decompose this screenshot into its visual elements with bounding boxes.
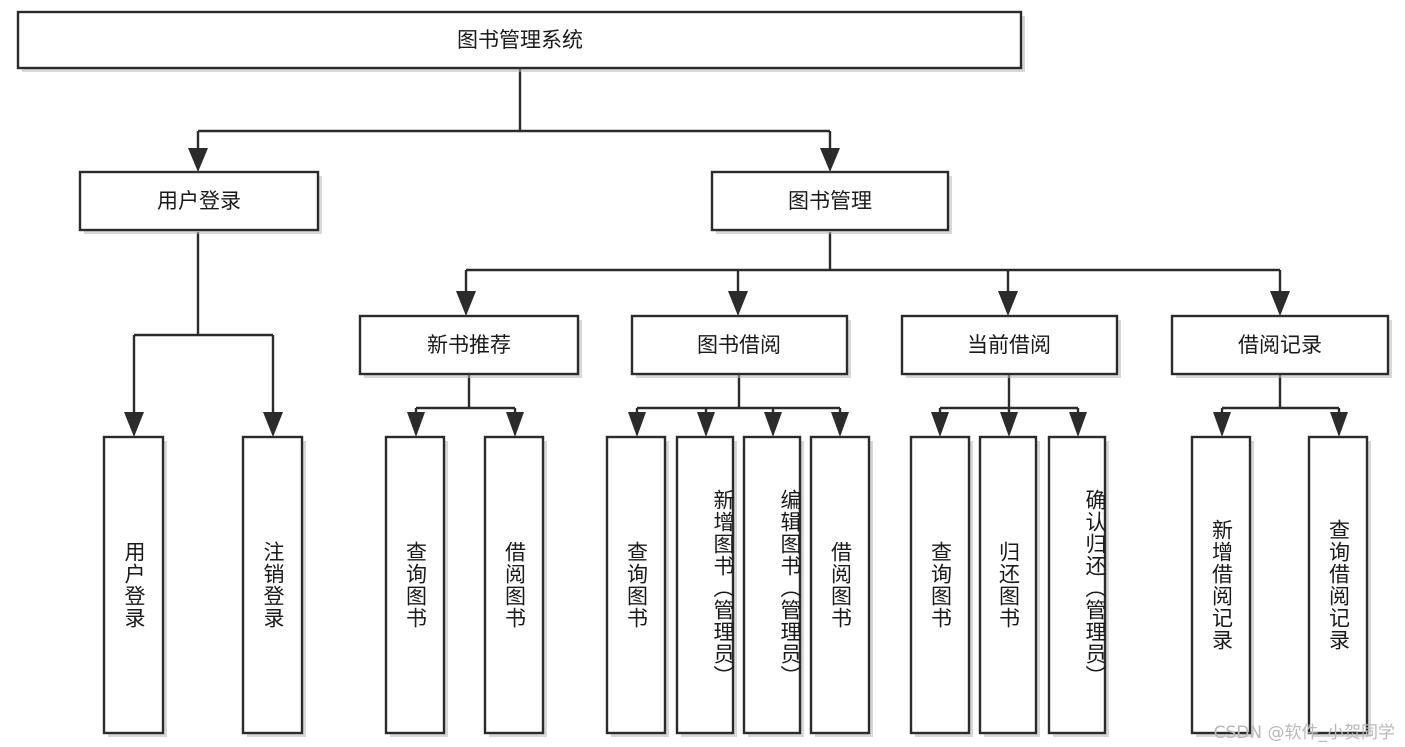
arrowhead-icon <box>998 291 1018 316</box>
arrowhead-icon <box>506 412 524 437</box>
arrowhead-icon <box>263 412 283 437</box>
watermark-text: CSDN @软件_小贺同学 <box>1213 723 1395 743</box>
arrowhead-icon <box>728 291 748 316</box>
arrowhead-icon <box>124 412 144 437</box>
arrowhead-icon <box>1000 412 1018 437</box>
leaf-rect-query-book-2[interactable] <box>605 435 667 735</box>
leaf-rect-borrow-book-2[interactable] <box>809 435 871 735</box>
arrowhead-icon <box>931 412 949 437</box>
node-label-root: 图书管理系统 <box>457 28 583 52</box>
node-label-book-management: 图书管理 <box>788 189 872 213</box>
connector-layer <box>132 68 1341 412</box>
arrowhead-icon <box>456 291 476 316</box>
node-rect[interactable] <box>78 170 320 232</box>
node-new-book-recommend[interactable]: 新书推荐 <box>358 314 582 378</box>
node-user-login[interactable]: 用户登录 <box>78 170 322 234</box>
leaf-rect-add-record[interactable] <box>1190 435 1252 735</box>
arrowhead-icon <box>820 148 840 172</box>
leaf-rect-query-record[interactable] <box>1307 435 1369 735</box>
arrowhead-icon <box>188 148 208 172</box>
node-label-current-borrow: 当前借阅 <box>967 333 1051 357</box>
node-borrow-record[interactable]: 借阅记录 <box>1170 314 1392 378</box>
arrowhead-icon <box>1270 291 1290 316</box>
node-book-management[interactable]: 图书管理 <box>710 170 952 234</box>
node-rect[interactable] <box>900 314 1119 376</box>
arrowhead-layer <box>124 148 1348 437</box>
node-label-book-borrow: 图书借阅 <box>697 333 781 357</box>
node-rect[interactable] <box>358 314 580 376</box>
leaf-rect-user-login[interactable] <box>102 435 165 735</box>
arrowhead-icon <box>697 412 715 437</box>
node-rect[interactable] <box>1170 314 1390 376</box>
arrowhead-icon <box>764 412 782 437</box>
arrowhead-icon <box>831 412 849 437</box>
node-label-borrow-record: 借阅记录 <box>1238 333 1322 357</box>
node-book-borrow[interactable]: 图书借阅 <box>630 314 851 378</box>
arrowhead-icon <box>628 412 646 437</box>
node-rect[interactable] <box>630 314 849 376</box>
arrowhead-icon <box>1330 412 1348 437</box>
node-rect[interactable] <box>710 170 950 232</box>
leaf-rect-return-book[interactable] <box>978 435 1038 735</box>
leaf-rect-logout[interactable] <box>241 435 304 735</box>
leaf-rect-edit-book[interactable] <box>742 435 802 735</box>
node-rect[interactable] <box>16 10 1023 70</box>
node-label-user-login: 用户登录 <box>157 189 241 213</box>
arrowhead-icon <box>407 412 425 437</box>
leaf-rect-add-book[interactable] <box>675 435 735 735</box>
leaf-node-rect-layer <box>102 435 1371 737</box>
node-current-borrow[interactable]: 当前借阅 <box>900 314 1121 378</box>
arrowhead-icon <box>1213 412 1231 437</box>
leaf-rect-confirm-return[interactable] <box>1047 435 1107 735</box>
node-root[interactable]: 图书管理系统 <box>16 10 1025 72</box>
leaf-rect-query-book-1[interactable] <box>384 435 446 735</box>
leaf-rect-borrow-book-1[interactable] <box>483 435 545 735</box>
arrowhead-icon <box>1069 412 1087 437</box>
leaf-rect-query-book-3[interactable] <box>909 435 971 735</box>
node-label-new-book-recommend: 新书推荐 <box>427 333 511 357</box>
